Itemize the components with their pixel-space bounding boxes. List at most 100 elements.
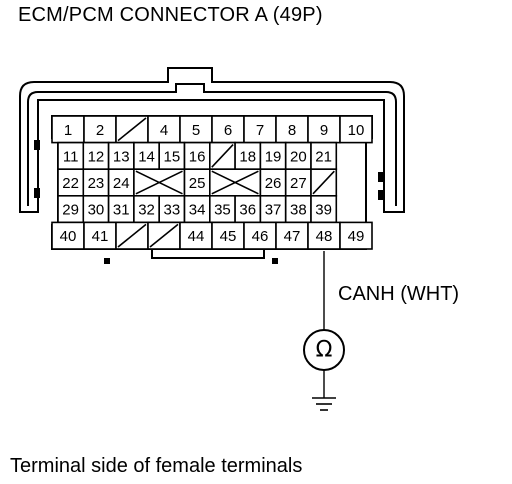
terminal-label: 1 xyxy=(64,122,72,139)
terminal-40: 40 xyxy=(51,221,85,250)
terminal-2: 2 xyxy=(83,115,117,144)
left-latch xyxy=(34,140,40,150)
terminal-label: 12 xyxy=(88,148,105,165)
terminal-label: 24 xyxy=(113,175,130,192)
terminal-label: 10 xyxy=(348,122,365,139)
terminal-label: 13 xyxy=(113,148,130,165)
empty-cavity xyxy=(147,221,181,250)
terminal-label: 9 xyxy=(320,122,328,139)
left-latch-2 xyxy=(34,188,40,198)
terminal-11: 11 xyxy=(57,141,85,171)
terminal-label: 38 xyxy=(290,202,307,219)
terminal-18: 18 xyxy=(234,141,262,171)
terminal-23: 23 xyxy=(82,168,110,197)
terminal-label: 33 xyxy=(164,202,181,219)
terminal-47: 47 xyxy=(275,221,309,250)
connector-housing-inner xyxy=(27,83,397,206)
terminal-label: 14 xyxy=(138,148,155,165)
terminal-6: 6 xyxy=(211,115,245,144)
terminal-label: 19 xyxy=(265,148,282,165)
connector-bottom-tab-left xyxy=(151,250,265,259)
terminal-19: 19 xyxy=(259,141,287,171)
terminal-label: 8 xyxy=(288,122,296,139)
terminal-label: 26 xyxy=(265,175,282,192)
terminal-label: 39 xyxy=(315,202,332,219)
terminal-label: 34 xyxy=(189,202,206,219)
terminal-12: 12 xyxy=(82,141,110,171)
terminal-4: 4 xyxy=(147,115,181,144)
terminal-5: 5 xyxy=(179,115,213,144)
terminal-label: 47 xyxy=(284,228,301,245)
terminal-label: 45 xyxy=(220,228,237,245)
terminal-label: 23 xyxy=(88,175,105,192)
terminal-33: 33 xyxy=(158,195,186,224)
terminal-label: 2 xyxy=(96,122,104,139)
terminal-26: 26 xyxy=(259,168,287,197)
terminal-21: 21 xyxy=(310,141,338,171)
terminal-13: 13 xyxy=(107,141,135,171)
terminal-label: 20 xyxy=(290,148,307,165)
empty-cavity xyxy=(209,141,236,171)
terminal-10: 10 xyxy=(339,115,373,144)
terminal-14: 14 xyxy=(133,141,160,171)
terminal-label: 21 xyxy=(315,148,332,165)
terminal-37: 37 xyxy=(259,195,287,224)
ohm-symbol: Ω xyxy=(316,338,333,363)
terminal-41: 41 xyxy=(83,221,117,250)
terminal-label: 25 xyxy=(189,175,206,192)
blocked-cavity xyxy=(133,168,186,197)
terminal-9: 9 xyxy=(307,115,341,144)
terminal-label: 35 xyxy=(214,202,231,219)
probe-circuit: Ω xyxy=(303,251,345,411)
terminal-label: 11 xyxy=(63,148,79,165)
terminal-24: 24 xyxy=(107,168,135,197)
diagram-title: ECM/PCM CONNECTOR A (49P) xyxy=(18,4,323,26)
right-latch-2 xyxy=(378,190,384,200)
empty-cavity xyxy=(115,221,149,250)
ohmmeter-icon: Ω xyxy=(303,329,345,371)
terminal-label: 31 xyxy=(113,202,130,219)
terminal-label: 40 xyxy=(60,228,77,245)
terminal-label: 7 xyxy=(256,122,264,139)
terminal-49: 49 xyxy=(339,221,373,250)
terminal-30: 30 xyxy=(82,195,110,224)
blocked-cavity xyxy=(209,168,262,197)
terminal-29: 29 xyxy=(57,195,85,224)
terminal-45: 45 xyxy=(211,221,245,250)
wire-label: CANH (WHT) xyxy=(338,283,460,305)
terminal-31: 31 xyxy=(107,195,135,224)
empty-cavity xyxy=(310,168,338,197)
terminal-label: 22 xyxy=(62,175,79,192)
terminal-label: 15 xyxy=(164,148,181,165)
terminal-25: 25 xyxy=(183,168,211,197)
terminal-36: 36 xyxy=(234,195,262,224)
terminal-46: 46 xyxy=(243,221,277,250)
terminal-48: 48 xyxy=(307,221,341,250)
terminal-label: 37 xyxy=(265,202,282,219)
terminal-label: 16 xyxy=(189,148,206,165)
terminal-label: 4 xyxy=(160,122,168,139)
terminal-label: 44 xyxy=(188,228,205,245)
terminal-39: 39 xyxy=(310,195,338,224)
terminal-16: 16 xyxy=(183,141,211,171)
terminal-15: 15 xyxy=(158,141,186,171)
terminal-label: 27 xyxy=(290,175,307,192)
ground-icon xyxy=(312,397,336,411)
connector-housing-outer xyxy=(19,67,405,213)
terminal-label: 18 xyxy=(239,148,256,165)
terminal-38: 38 xyxy=(284,195,312,224)
terminal-34: 34 xyxy=(183,195,211,224)
terminal-32: 32 xyxy=(133,195,160,224)
terminal-label: 48 xyxy=(316,228,333,245)
empty-cavity xyxy=(115,115,149,144)
terminal-label: 36 xyxy=(239,202,256,219)
terminal-1: 1 xyxy=(51,115,85,144)
terminal-44: 44 xyxy=(179,221,213,250)
right-latch xyxy=(378,172,384,182)
terminal-22: 22 xyxy=(57,168,85,197)
caption: Terminal side of female terminals xyxy=(10,455,303,477)
terminal-label: 46 xyxy=(252,228,269,245)
terminal-label: 5 xyxy=(192,122,200,139)
terminal-27: 27 xyxy=(284,168,312,197)
